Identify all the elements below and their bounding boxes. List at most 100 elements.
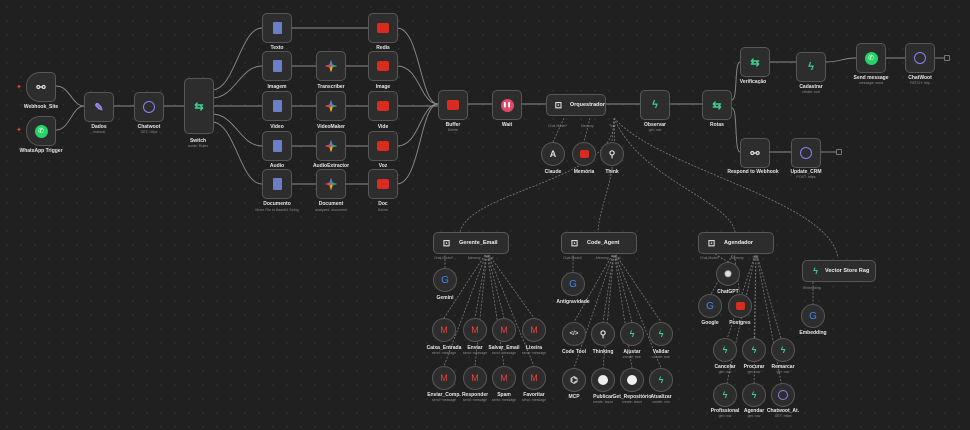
cadastrar-node[interactable]: ϟ: [796, 52, 826, 82]
supabase-icon: ϟ: [629, 329, 635, 339]
whatsapp-trigger-node[interactable]: ✆: [26, 116, 56, 146]
wait-node[interactable]: ❚❚: [492, 90, 522, 120]
supabase-icon: ϟ: [808, 61, 814, 73]
redis-icon: [377, 141, 389, 151]
agendar-node[interactable]: ϟ: [742, 383, 766, 407]
spam-node[interactable]: M: [492, 366, 516, 390]
transcriber-label: Transcriber: [317, 84, 345, 90]
vide-node[interactable]: [368, 91, 398, 121]
memoria-node[interactable]: [572, 142, 596, 166]
anthropic-icon: A: [549, 149, 557, 159]
publicar-node[interactable]: [591, 368, 615, 392]
gemini-icon: [324, 99, 338, 113]
globe-icon: [914, 52, 926, 64]
claude-label: Claude: [544, 169, 562, 175]
caixa-entrada-node[interactable]: M: [432, 318, 456, 342]
claude-node[interactable]: A: [541, 142, 565, 166]
switch-node[interactable]: ⇆: [184, 78, 214, 134]
respond-webhook-node[interactable]: ⚯: [740, 138, 770, 168]
texto-node[interactable]: [262, 13, 292, 43]
doc-node[interactable]: [368, 169, 398, 199]
lixeira-node[interactable]: M: [522, 318, 546, 342]
gmail-icon: M: [471, 373, 479, 383]
mcp-node[interactable]: ⌬: [562, 368, 586, 392]
code-tool-node[interactable]: </>: [562, 322, 586, 346]
add-node-handle[interactable]: [836, 149, 842, 155]
video-node[interactable]: [262, 91, 292, 121]
antigravidade-node[interactable]: G: [561, 272, 585, 296]
get-repositorio-node[interactable]: [620, 368, 644, 392]
chatgpt-node[interactable]: ✺: [716, 262, 740, 286]
procurar-node[interactable]: ϟ: [742, 338, 766, 362]
transcriber-node[interactable]: [316, 51, 346, 81]
google-node[interactable]: G: [698, 294, 722, 318]
update-crm-node[interactable]: [791, 138, 821, 168]
verificacao-node[interactable]: ⇆: [740, 47, 770, 77]
audio-node[interactable]: [262, 131, 292, 161]
thinking-node[interactable]: ⚲: [591, 322, 615, 346]
document-node[interactable]: [316, 169, 346, 199]
update-crm-label: Update_CRM: [790, 169, 822, 175]
remarcar-node[interactable]: ϟ: [771, 338, 795, 362]
observar-node[interactable]: ϟ: [640, 90, 670, 120]
verificacao-label: Verificação: [739, 79, 767, 85]
redis-node[interactable]: [368, 13, 398, 43]
voz-node[interactable]: [368, 131, 398, 161]
document-label: Document: [318, 201, 344, 207]
supabase-icon: ϟ: [652, 99, 658, 111]
robot-icon: ⊡: [442, 237, 451, 248]
gerente-email-node[interactable]: ⊡ Gerente_Email: [433, 232, 509, 254]
chatwoot-node[interactable]: [134, 92, 164, 122]
enviar-node[interactable]: M: [463, 318, 487, 342]
cancelar-node[interactable]: ϟ: [713, 338, 737, 362]
redis-icon: [377, 101, 389, 111]
whatsapp-icon: ✆: [34, 124, 48, 138]
postgres-node[interactable]: [728, 294, 752, 318]
imagem-label: Imagem: [267, 84, 287, 90]
embedding-node[interactable]: G: [801, 304, 825, 328]
enviar-comp-node[interactable]: M: [432, 366, 456, 390]
github-icon: [627, 375, 637, 385]
video-label: Video: [270, 124, 284, 130]
doc-label: Doc: [378, 201, 388, 207]
profissional-node[interactable]: ϟ: [713, 383, 737, 407]
send-message-node[interactable]: ✆: [856, 43, 886, 73]
robot-icon: ⊡: [707, 237, 716, 248]
buffer-node[interactable]: [438, 90, 468, 120]
imagem-node[interactable]: [262, 51, 292, 81]
agendador-node[interactable]: ⊡ Agendador: [698, 232, 774, 254]
redis-icon: [377, 61, 389, 71]
supabase-icon: ϟ: [780, 345, 786, 355]
send-message-label: Send message: [853, 75, 889, 81]
dados-node[interactable]: ✎: [84, 92, 114, 122]
switch-icon: ⇆: [712, 99, 722, 112]
orquestrador-node[interactable]: ⊡ Orquestrador: [546, 94, 606, 116]
atualizar-node[interactable]: ϟ: [649, 368, 673, 392]
responder-node[interactable]: M: [463, 366, 487, 390]
gemini-node[interactable]: G: [433, 268, 457, 292]
lightbulb-icon: ⚲: [608, 148, 616, 159]
wait-label: Wait: [501, 122, 513, 128]
documento-node[interactable]: [262, 169, 292, 199]
think-label: Think: [605, 169, 619, 175]
globe-icon: [800, 147, 812, 159]
chatwoot2-node[interactable]: [905, 43, 935, 73]
add-node-handle[interactable]: [944, 55, 950, 61]
audioextractor-node[interactable]: [316, 131, 346, 161]
voz-label: Voz: [378, 163, 388, 169]
chatwoot-at-node[interactable]: [771, 383, 795, 407]
salvar-email-node[interactable]: M: [492, 318, 516, 342]
vector-store-node[interactable]: ϟ Vector Store Rag: [802, 260, 876, 282]
rotas-node[interactable]: ⇆: [702, 90, 732, 120]
supabase-icon: ϟ: [722, 345, 728, 355]
image-node[interactable]: [368, 51, 398, 81]
webhook-site-node[interactable]: ⚯: [26, 72, 56, 102]
validar-node[interactable]: ϟ: [649, 322, 673, 346]
think-node[interactable]: ⚲: [600, 142, 624, 166]
ajustar-node[interactable]: ϟ: [620, 322, 644, 346]
videomaker-node[interactable]: [316, 91, 346, 121]
github-icon: [598, 375, 608, 385]
favoritar-node[interactable]: M: [522, 366, 546, 390]
code-agent-node[interactable]: ⊡ Code_Agent: [561, 232, 637, 254]
chatwoot-label: Chatwoot: [137, 124, 161, 130]
